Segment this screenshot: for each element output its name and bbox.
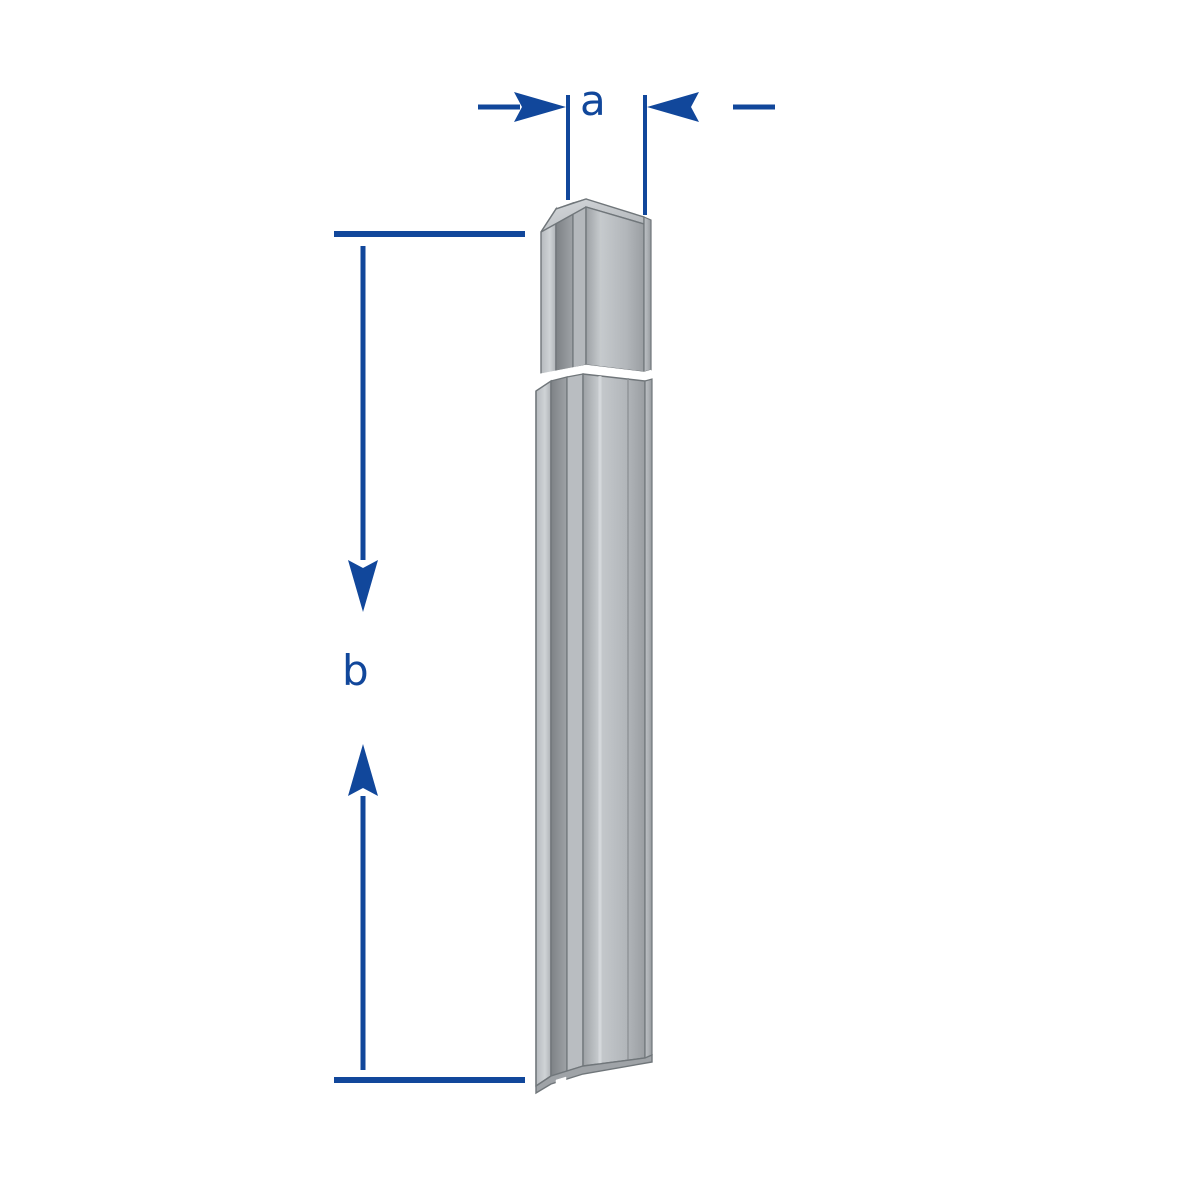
dimension-label-a: a xyxy=(580,76,606,125)
profile-inner-rib-upper xyxy=(572,198,587,369)
profile-right-edge-upper xyxy=(643,216,652,373)
dim-a-arrowhead-right xyxy=(647,92,699,122)
profile-inner-rib-lower xyxy=(566,373,584,1072)
profile-right-edge-lower xyxy=(644,378,653,1059)
dimension-label-b: b xyxy=(342,646,369,695)
profile-bottom-notch xyxy=(555,1076,567,1095)
dim-b-arrowhead-up xyxy=(348,744,378,796)
dimension-b xyxy=(334,231,525,1083)
dimension-a xyxy=(478,92,775,215)
profile-left-flange-upper xyxy=(540,206,557,387)
profile-left-flange-lower xyxy=(535,379,552,1088)
profile-front-face-lower xyxy=(582,373,646,1067)
profile-bottom-cap xyxy=(535,1053,653,1095)
dim-a-arrowhead-left xyxy=(514,92,566,122)
profile-inner-channel-upper xyxy=(555,202,574,375)
profile-front-face-upper xyxy=(585,206,645,373)
dim-b-arrowhead-down xyxy=(348,560,378,612)
profile-inner-channel-lower xyxy=(550,376,568,1077)
profile-object xyxy=(533,198,653,1095)
